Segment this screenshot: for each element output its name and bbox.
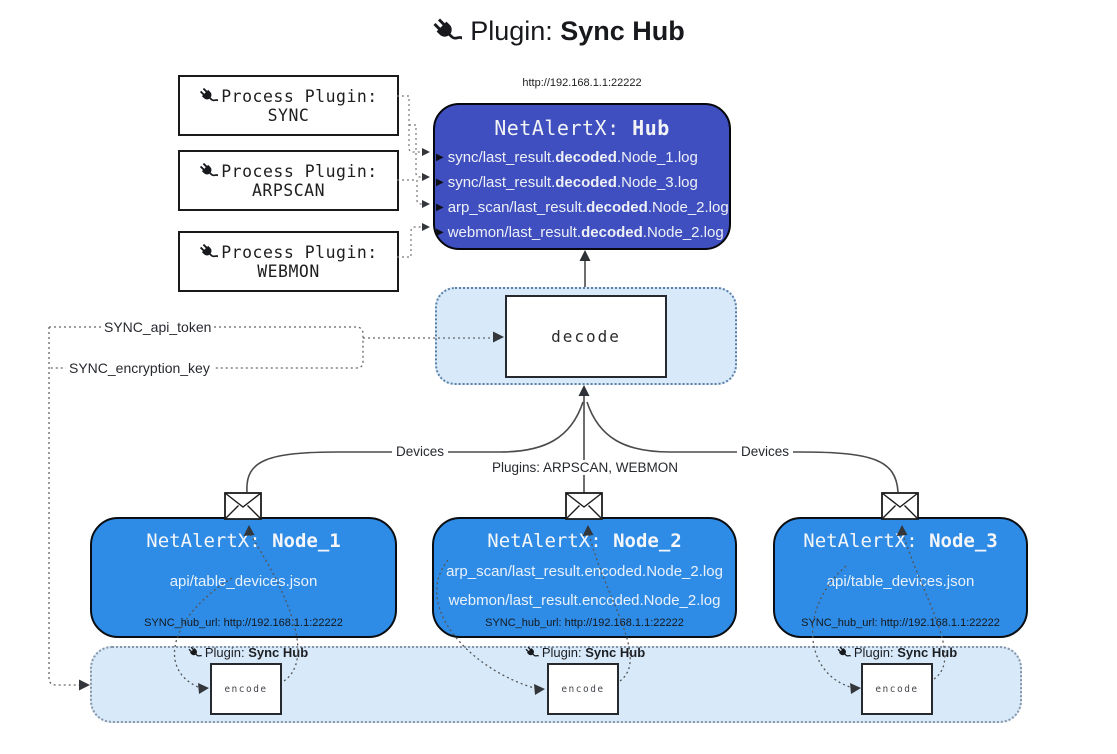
encode-box-1: encode (210, 663, 282, 715)
arrow-right-icon: ▶ (436, 176, 444, 188)
sync-hub-plugin-label-1: Plugin: Sync Hub (188, 645, 308, 660)
hub-box: NetAlertX: Hub ▶sync/last_result.decoded… (433, 103, 731, 250)
node-box-node-1: NetAlertX: Node_1 api/table_devices.json… (90, 517, 397, 638)
arrow-right-icon: ▶ (436, 151, 444, 163)
plug-icon (199, 243, 218, 262)
process-plugin-name: SYNC (267, 105, 310, 125)
sync-api-token-label: SYNC_api_token (101, 319, 215, 335)
hub-title-pre: NetAlertX: (494, 116, 633, 140)
process-plugin-name: ARPSCAN (251, 180, 326, 200)
plugin-dotted-lines (397, 95, 422, 258)
arrow-right-icon: ▶ (436, 201, 444, 213)
envelope-icon (881, 492, 919, 520)
plugins-edge-label: Plugins: ARPSCAN, WEBMON (487, 460, 683, 475)
encode-box-2: encode (547, 663, 619, 715)
hub-url-label: http://192.168.1.1:22222 (522, 77, 642, 89)
node-hub-url: SYNC_hub_url: http://192.168.1.1:22222 (801, 617, 1000, 629)
hub-log-row: ▶sync/last_result.decoded.Node_1.log (435, 145, 729, 170)
process-plugin-label: Process Plugin: (221, 161, 378, 181)
sync-hub-plugin-label-2: Plugin: Sync Hub (525, 645, 645, 660)
node-hub-url: SYNC_hub_url: http://192.168.1.1:22222 (144, 617, 343, 629)
node-box-node-2: NetAlertX: Node_2 arp_scan/last_result.e… (432, 517, 737, 638)
decode-box: decode (505, 295, 667, 378)
page-title-text: Plugin: Sync Hub (470, 16, 685, 47)
hub-title: NetAlertX: Hub (435, 116, 729, 140)
node-file-line: webmon/last_result.encoded.Node_2.log (448, 592, 721, 609)
process-plugin-box-webmon: Process Plugin: WEBMON (178, 231, 399, 292)
title-bold: Sync Hub (560, 16, 685, 46)
plug-icon (199, 87, 218, 106)
node-title: NetAlertX: Node_2 (487, 530, 682, 552)
node-box-node-3: NetAlertX: Node_3 api/table_devices.json… (773, 517, 1028, 638)
envelope-icon (224, 492, 262, 520)
plug-icon (837, 646, 851, 660)
plug-icon (432, 17, 462, 47)
arrow-right-icon: ▶ (436, 226, 444, 238)
log-text: webmon/last_result.decoded.Node_2.log (447, 224, 724, 241)
sync-encryption-key-label: SYNC_encryption_key (66, 360, 213, 376)
process-plugin-box-sync: Process Plugin: SYNC (178, 75, 399, 136)
process-plugin-box-arpscan: Process Plugin: ARPSCAN (178, 150, 399, 211)
node-file-line: arp_scan/last_result.encoded.Node_2.log (446, 563, 723, 580)
envelope-icon (565, 492, 603, 520)
process-plugin-label: Process Plugin: (221, 242, 378, 262)
page-title: Plugin: Sync Hub (0, 16, 1117, 47)
encode-box-3: encode (861, 663, 933, 715)
hub-log-row: ▶webmon/last_result.decoded.Node_2.log (435, 220, 729, 245)
node-file-line: api/table_devices.json (169, 573, 318, 590)
plug-icon (188, 646, 202, 660)
plug-icon (199, 162, 218, 181)
hub-log-list: ▶sync/last_result.decoded.Node_1.log ▶sy… (435, 145, 729, 245)
hub-log-row: ▶arp_scan/last_result.decoded.Node_2.log (435, 195, 729, 220)
node-title: NetAlertX: Node_1 (146, 530, 341, 552)
process-plugin-label: Process Plugin: (221, 86, 378, 106)
node-file-line: api/table_devices.json (826, 573, 975, 590)
log-text: arp_scan/last_result.decoded.Node_2.log (447, 199, 729, 216)
hub-title-bold: Hub (632, 116, 670, 140)
node-hub-url: SYNC_hub_url: http://192.168.1.1:22222 (485, 617, 684, 629)
plug-icon (525, 646, 539, 660)
sync-hub-plugin-label-3: Plugin: Sync Hub (837, 645, 957, 660)
hub-log-row: ▶sync/last_result.decoded.Node_3.log (435, 170, 729, 195)
devices-edge-label-right: Devices (736, 444, 794, 459)
title-pre: Plugin: (470, 16, 561, 46)
process-plugin-name: WEBMON (257, 261, 320, 281)
log-text: sync/last_result.decoded.Node_3.log (447, 174, 698, 191)
log-text: sync/last_result.decoded.Node_1.log (447, 149, 698, 166)
node-title: NetAlertX: Node_3 (803, 530, 998, 552)
devices-edge-label-left: Devices (391, 444, 449, 459)
